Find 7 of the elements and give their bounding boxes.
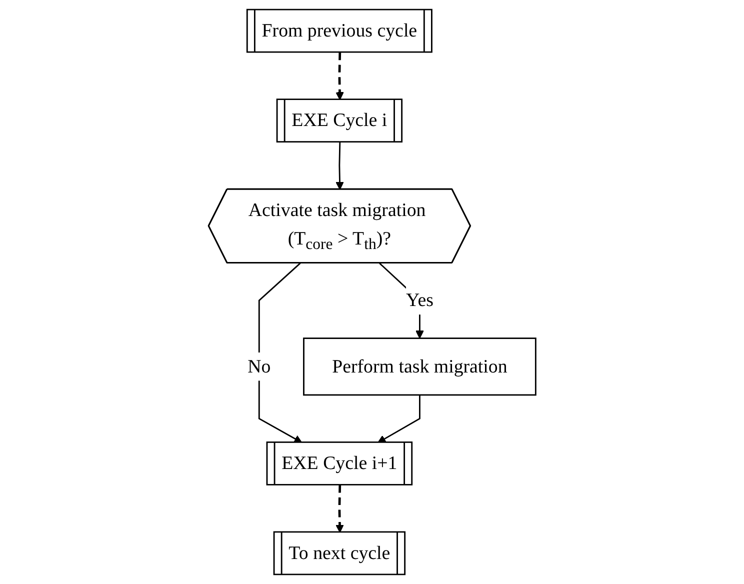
arrow <box>335 142 344 190</box>
node-box: Perform task migration <box>302 338 536 396</box>
arrow <box>377 394 420 444</box>
arrow <box>335 485 344 533</box>
edge-label: No <box>247 356 271 378</box>
edge-label: Yes <box>406 290 434 311</box>
arrow <box>335 52 344 100</box>
